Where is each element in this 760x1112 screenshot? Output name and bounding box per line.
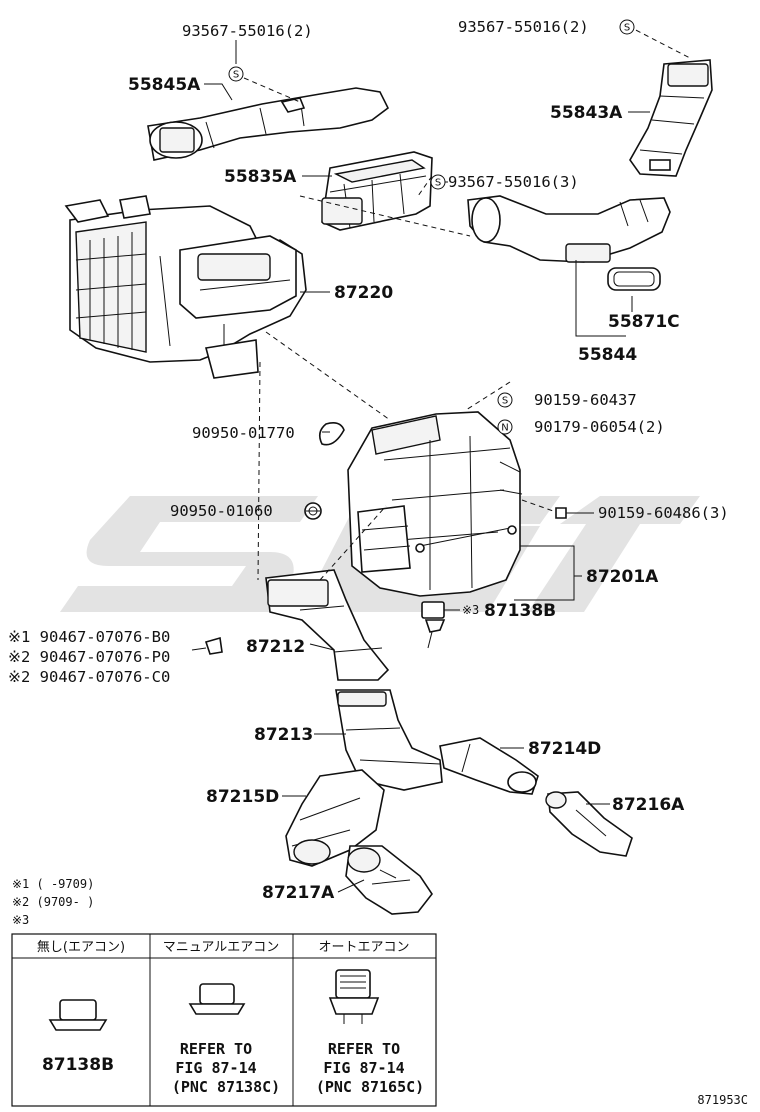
label-87217A: 87217A — [262, 883, 335, 903]
label-55843A: 55843A — [550, 103, 623, 123]
table-cell-manual-line1: REFER TO — [180, 1040, 252, 1058]
label-90950-01060: 90950-01060 — [170, 502, 273, 520]
symbol-s-2: S — [619, 19, 635, 35]
heater-unit-87220 — [64, 195, 307, 379]
symbol-s-3: S — [430, 174, 446, 190]
duct-87215D — [285, 769, 385, 867]
label-bolt-c0: ※2 90467-07076-C0 — [8, 668, 170, 686]
variant-table: 無し(エアコン) マニュアルエアコン オートエアコン 87138B REFER … — [11, 933, 437, 1107]
duct-87212 — [265, 569, 390, 681]
pad-55871C — [607, 267, 661, 291]
duct-87217A — [345, 845, 433, 915]
label-87212: 87212 — [246, 637, 305, 657]
leader-lines — [191, 40, 650, 893]
table-cell-auto-line3: (PNC 87165C) — [316, 1078, 424, 1096]
label-93567-55016-b: 93567-55016(2) — [458, 18, 589, 36]
label-55844: 55844 — [578, 345, 637, 365]
label-90159-60486: 90159-60486(3) — [598, 504, 729, 522]
label-bolt-p0: ※2 90467-07076-P0 — [8, 648, 170, 666]
label-93567-55016-a: 93567-55016(2) — [182, 22, 313, 40]
table-header-auto: オートエアコン — [318, 940, 409, 955]
label-mark3: ※3 — [462, 603, 479, 617]
label-55871C: 55871C — [608, 312, 680, 332]
label-87214D: 87214D — [528, 739, 601, 759]
symbol-s-1: S — [228, 66, 244, 82]
duct-87216A — [545, 791, 633, 857]
servo-87138B — [421, 601, 446, 649]
symbol-n-1: N — [497, 419, 513, 435]
table-cell-auto-line2: FIG 87-14 — [323, 1059, 404, 1077]
table-cell-auto-line1: REFER TO — [328, 1040, 400, 1058]
servo-icon-2 — [188, 983, 246, 1015]
duct-55843A — [629, 59, 713, 177]
svg-text:N: N — [501, 423, 508, 434]
label-bolt-b0: ※1 90467-07076-B0 — [8, 628, 170, 646]
table-cell-manual-line3: (PNC 87138C) — [172, 1078, 280, 1096]
duct-87214D — [439, 737, 539, 795]
label-93567-55016-c: 93567-55016(3) — [448, 173, 579, 191]
table-cell-87138B: 87138B — [42, 1055, 114, 1075]
register-55835A — [321, 151, 433, 231]
assembly-lines — [243, 25, 691, 581]
label-87220: 87220 — [334, 283, 393, 303]
label-87138B: 87138B — [484, 601, 556, 621]
table-header-manual: マニュアルエアコン — [163, 940, 280, 955]
label-87201A: 87201A — [586, 567, 659, 587]
svg-text:S: S — [502, 396, 508, 407]
duct-87213 — [335, 689, 443, 791]
label-87215D: 87215D — [206, 787, 279, 807]
label-87216A: 87216A — [612, 795, 685, 815]
note-2: ※2 (9709- ) — [12, 895, 94, 909]
svg-text:S: S — [624, 23, 630, 34]
svg-text:S: S — [435, 178, 441, 189]
label-90159-60437: 90159-60437 — [534, 391, 637, 409]
table-header-none: 無し(エアコン) — [37, 940, 125, 955]
case-87201A — [347, 411, 523, 597]
duct-55844 — [467, 195, 671, 263]
figure-code: 871953C — [697, 1093, 748, 1107]
servo-icon-1 — [48, 999, 108, 1031]
duct-55845A — [147, 87, 390, 161]
table-cell-manual-line2: FIG 87-14 — [175, 1059, 256, 1077]
symbol-s-4: S — [497, 392, 513, 408]
note-1: ※1 ( -9709) — [12, 877, 94, 891]
servo-icon-3 — [328, 969, 380, 1024]
label-55835A: 55835A — [224, 167, 297, 187]
svg-text:S: S — [233, 70, 239, 81]
note-3: ※3 — [12, 913, 29, 927]
label-87213: 87213 — [254, 725, 313, 745]
label-90950-01770: 90950-01770 — [192, 424, 295, 442]
label-55845A: 55845A — [128, 75, 201, 95]
label-90179-06054: 90179-06054(2) — [534, 418, 665, 436]
